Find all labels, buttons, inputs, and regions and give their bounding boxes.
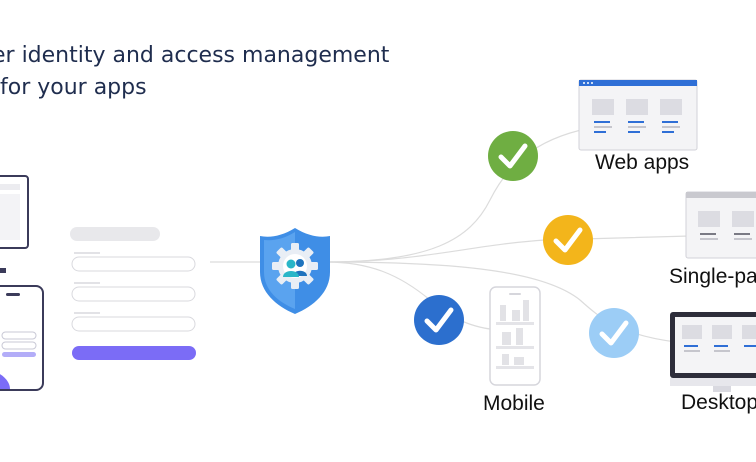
shield-users-gear-icon (260, 228, 330, 314)
tablet-device-icon (0, 175, 29, 249)
form-field-2 (71, 286, 196, 302)
stand-base (0, 268, 6, 273)
form-submit-button (72, 346, 196, 360)
login-form-illustration (70, 227, 196, 360)
single-page-app-window-icon (685, 191, 756, 259)
mobile-phone-icon (489, 286, 541, 386)
title-line-1: er identity and access management (0, 43, 390, 68)
phone-device-icon (0, 285, 44, 391)
check-circle-icon (414, 295, 464, 345)
form-field-3 (71, 316, 196, 332)
desktop-label: Desktop (681, 391, 756, 414)
web-app-window-icon (578, 79, 698, 151)
page-title: er identity and access management for yo… (0, 40, 389, 104)
connector-spa (325, 235, 691, 263)
single-page-app-label: Single-pa (669, 265, 756, 288)
desktop-monitor-icon (670, 312, 756, 392)
connector-web (325, 127, 591, 263)
title-line-2: for your apps (0, 75, 147, 100)
form-field-1 (71, 256, 196, 272)
form-header-bar (70, 227, 160, 241)
check-circle-icon (589, 308, 639, 358)
web-apps-label: Web apps (595, 151, 690, 174)
check-circle-icon (543, 215, 593, 265)
check-circle-icon (488, 131, 538, 181)
mobile-label: Mobile (483, 392, 545, 415)
